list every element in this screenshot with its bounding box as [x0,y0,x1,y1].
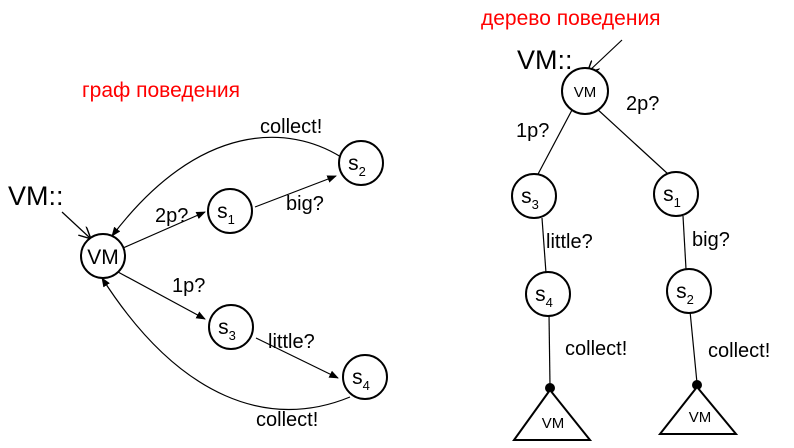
tree-edge-root-s1 [595,107,669,175]
graph-entry-label: VM:: [8,181,64,211]
edge-label-vm-s1: 2p? [155,205,188,227]
svg-text:s1: s1 [663,183,681,210]
tree-edge-s1-s2 [682,215,687,270]
svg-text:VM: VM [689,409,712,426]
tree-edge-s2-leaf [689,310,698,384]
tree-edge-label-s2-leaf: collect! [708,340,770,362]
edge-vm-s1 [122,211,206,249]
svg-text:s3: s3 [521,185,539,212]
edge-s1-s2 [254,175,337,208]
tree-edge-label-s4-leaf: collect! [565,338,627,360]
svg-text:s1: s1 [217,200,235,227]
tree-edge-label-root-s3: 1p? [516,120,549,142]
edge-label-vm-s3: 1p? [172,275,205,297]
svg-text:s4: s4 [352,366,370,393]
tree-edge-s4-leaf [548,313,551,387]
tree-node-s4: s4 [525,271,571,317]
edge-label-s2-vm: collect! [260,116,322,138]
edge-s2-vm [111,136,342,237]
graph-node-s2: s2 [338,140,384,186]
tree-entry-arrow [588,39,623,72]
tree-entry-label: VM:: [517,45,573,75]
svg-text:VM: VM [574,84,597,101]
tree-node-root: VM [561,67,609,115]
tree-node-s3: s3 [511,173,557,219]
behavior-graph: граф поведения VM:: 2p? big? collect! 1p… [8,79,388,431]
graph-node-vm: VM [80,233,126,279]
tree-edge-root-s3 [536,109,573,177]
graph-node-s1: s1 [207,188,253,234]
tree-edge-label-s1-s2: big? [692,229,730,251]
edge-s4-vm [101,277,351,411]
tree-title: дерево поведения [481,7,661,30]
graph-entry-arrow [61,211,90,238]
tree-node-s1: s1 [653,171,699,217]
tree-edge-label-s3-s4: little? [546,231,593,253]
tree-edge-label-root-s1: 2p? [626,93,659,115]
edge-label-s3-s4: little? [268,331,315,353]
svg-text:s3: s3 [218,316,236,343]
edge-label-s4-vm: collect! [256,409,318,431]
edge-s3-s4 [255,337,339,379]
graph-node-s4: s4 [342,354,388,400]
svg-text:VM: VM [87,246,119,269]
tree-leaf-right: VM [657,380,739,435]
tree-edge-s3-s4 [541,217,547,274]
svg-text:s2: s2 [348,152,366,179]
graph-node-s3: s3 [208,304,254,350]
tree-leaf-left: VM [512,383,593,441]
svg-text:s4: s4 [535,283,553,310]
graph-title: граф поведения [82,79,240,102]
svg-text:VM: VM [542,415,565,432]
behavior-tree: дерево поведения VM:: 1p? 2p? little? bi… [481,7,770,441]
svg-text:s2: s2 [676,280,694,307]
tree-node-s2: s2 [666,268,712,314]
edge-vm-s3 [117,271,206,320]
edge-label-s1-s2: big? [286,193,324,215]
